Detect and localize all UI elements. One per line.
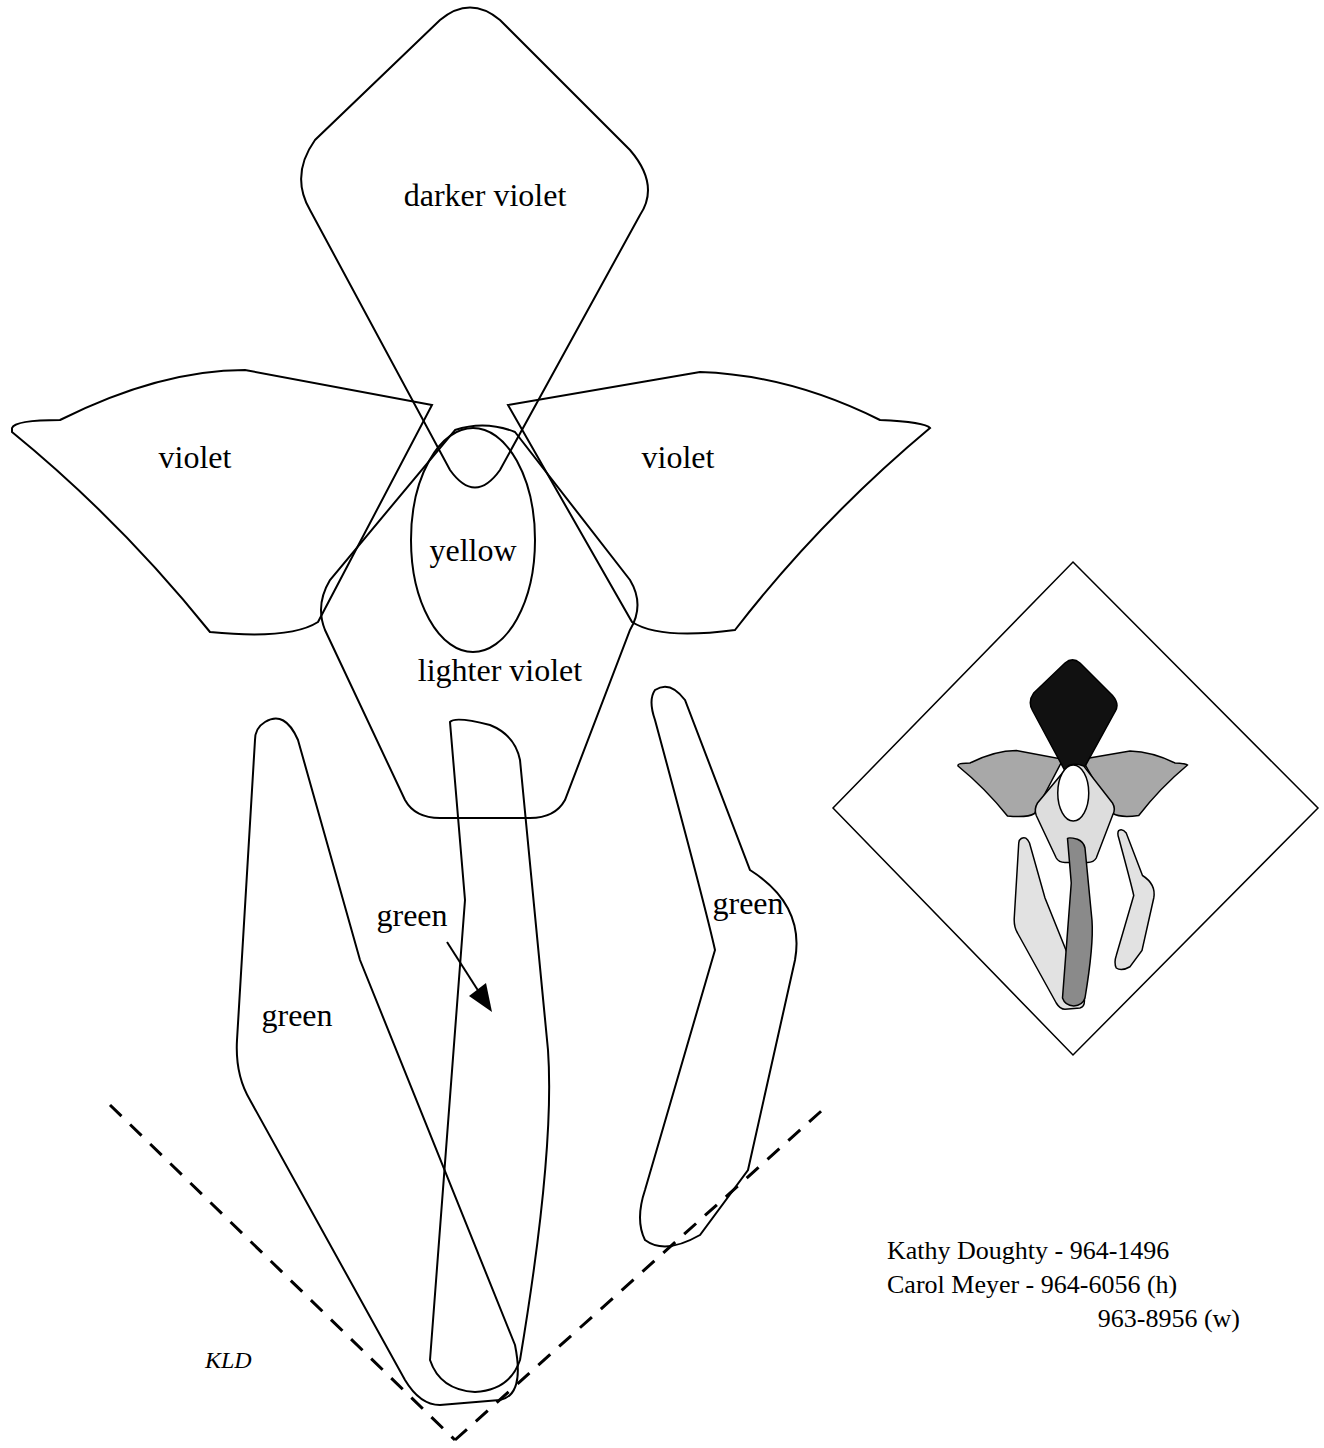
lip-pouch: lighter violet (319, 423, 640, 820)
contact-line: Carol Meyer - 964-6056 (h) (887, 1272, 1177, 1298)
piece-outline (12, 370, 432, 634)
piece-outline (301, 8, 648, 488)
piece-outline (237, 719, 518, 1405)
piece-color-label: green (259, 999, 334, 1031)
right-leaf: green (638, 684, 799, 1248)
shape-outline (234, 716, 520, 1407)
piece-color-label: darker violet (402, 179, 569, 211)
shape-outline (638, 684, 799, 1248)
piece-color-label: yellow (427, 534, 518, 566)
piece-outline (508, 372, 930, 634)
left-petal: violet (10, 368, 434, 637)
shape-outline (319, 423, 640, 820)
preview-piece (1058, 765, 1089, 821)
preview-piece (1030, 660, 1117, 780)
designer-initials: KLD (205, 1348, 252, 1372)
contact-line: 963-8956 (w) (1098, 1306, 1240, 1332)
preview-block (833, 562, 1318, 1055)
piece-color-label: green (374, 899, 449, 931)
stem-piece: green (428, 717, 552, 1394)
seam-line (455, 1105, 828, 1440)
preview-piece (1063, 838, 1093, 1006)
piece-outline (321, 425, 638, 818)
pointer-line (447, 942, 479, 992)
seam-line (110, 1105, 455, 1440)
piece-color-label: green (710, 887, 785, 919)
shape-outline (299, 5, 650, 489)
piece-outline (430, 720, 549, 1392)
preview-piece (1115, 830, 1154, 970)
block-corner (110, 1105, 828, 1440)
piece-color-label: violet (640, 441, 717, 473)
piece-color-label: lighter violet (416, 654, 584, 686)
contact-line: Kathy Doughty - 964-1496 (887, 1238, 1169, 1264)
upper-petal: darker violet (299, 5, 650, 489)
piece-color-label: violet (157, 441, 234, 473)
piece-outline (640, 687, 797, 1247)
shape-outline (428, 717, 552, 1394)
left-leaf: green (234, 716, 520, 1407)
pointer-head (469, 983, 492, 1012)
preview-orchid (958, 660, 1188, 1009)
shape-outline (10, 368, 434, 637)
center-oval: yellow (409, 426, 537, 654)
